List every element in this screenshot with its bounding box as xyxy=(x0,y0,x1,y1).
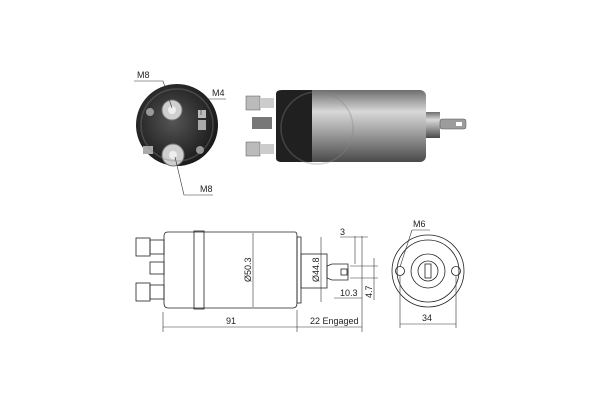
watermark-logo xyxy=(140,88,354,165)
dim-engaged: 22 Engaged xyxy=(310,316,359,326)
label-m8-top: M8 xyxy=(137,70,150,80)
end-view-photo: M8 M4 M8 xyxy=(134,70,226,196)
label-m6: M6 xyxy=(413,219,426,229)
label-m4: M4 xyxy=(212,88,225,98)
dim-tab-offset: 3 xyxy=(340,227,345,237)
end-view-drawing: M6 34 xyxy=(391,219,465,328)
side-view-photo xyxy=(245,90,467,162)
side-view-drawing: Ø50.3 Ø44.8 91 22 Engaged 3 10.3 4.7 xyxy=(135,227,378,332)
dim-mount-spacing: 34 xyxy=(422,313,432,323)
dim-body-diameter: Ø50.3 xyxy=(243,257,253,282)
dim-nose-diameter: Ø44.8 xyxy=(311,257,321,282)
dim-body-length: 91 xyxy=(226,316,236,326)
dim-tab-length: 10.3 xyxy=(340,288,358,298)
dim-tab-width: 4.7 xyxy=(364,285,374,298)
label-m8-bottom: M8 xyxy=(200,184,213,194)
